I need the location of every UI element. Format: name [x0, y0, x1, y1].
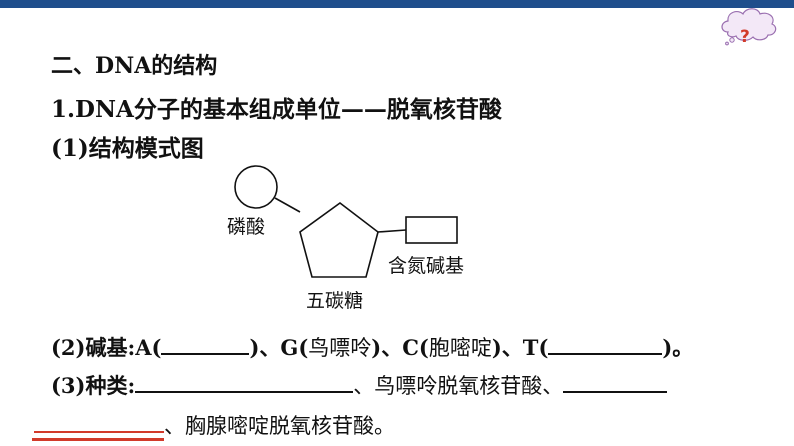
blank-kind-3[interactable]: [34, 411, 164, 433]
question-3: (3)种类: 、鸟嘌呤脱氧核苷酸、: [51, 370, 668, 400]
q2-end: )。: [662, 335, 694, 360]
q3-prefix: (3)种类:: [51, 373, 136, 398]
nucleotide-structure-svg: [234, 165, 458, 278]
blank-a[interactable]: [161, 333, 250, 355]
q2-prefix: (2)碱基:A(: [51, 335, 162, 360]
question-2: (2)碱基:A( )、G(鸟嘌呤)、C(胞嘧啶)、T( )。: [51, 332, 693, 362]
blank-kind-2[interactable]: [563, 371, 668, 393]
q2-g-text: 鸟嘌呤: [308, 336, 372, 360]
top-accent-bar: [0, 0, 794, 8]
subheading: 1.DNA分子的基本组成单位——脱氧核苷酸: [51, 96, 502, 123]
base-bond: [377, 229, 407, 233]
section-heading: 二、DNA的结构: [51, 53, 218, 79]
q2-after-a: )、G(: [249, 335, 309, 360]
q2-c-text: 胞嘧啶: [428, 336, 492, 360]
q3-middle: 、鸟嘌呤脱氧核苷酸、: [353, 374, 564, 398]
base-label: 含氮碱基: [388, 255, 465, 277]
base-rectangle: [405, 216, 458, 244]
phosphate-label: 磷酸: [227, 216, 266, 238]
phosphate-bond: [274, 197, 301, 213]
help-cloud-button[interactable]: ?: [718, 4, 780, 47]
svg-text:?: ?: [740, 27, 750, 46]
blank-kind-1[interactable]: [135, 371, 354, 393]
q2-after-g: )、C(: [371, 335, 429, 360]
red-underline-mark: [32, 438, 164, 441]
cloud-question-icon: ?: [721, 8, 777, 47]
q2-after-c: )、T(: [491, 335, 549, 360]
blank-t[interactable]: [548, 333, 663, 355]
part1-title: (1)结构模式图: [51, 135, 204, 162]
q3-end: 、胸腺嘧啶脱氧核苷酸。: [164, 414, 395, 438]
question-3-continued: 、胸腺嘧啶脱氧核苷酸。: [34, 410, 395, 440]
phosphate-circle: [234, 165, 278, 209]
nucleotide-diagram: 磷酸 五碳糖 含氮碱基: [220, 160, 500, 312]
sugar-label: 五碳糖: [306, 290, 364, 312]
pentose-pentagon: [299, 202, 379, 278]
